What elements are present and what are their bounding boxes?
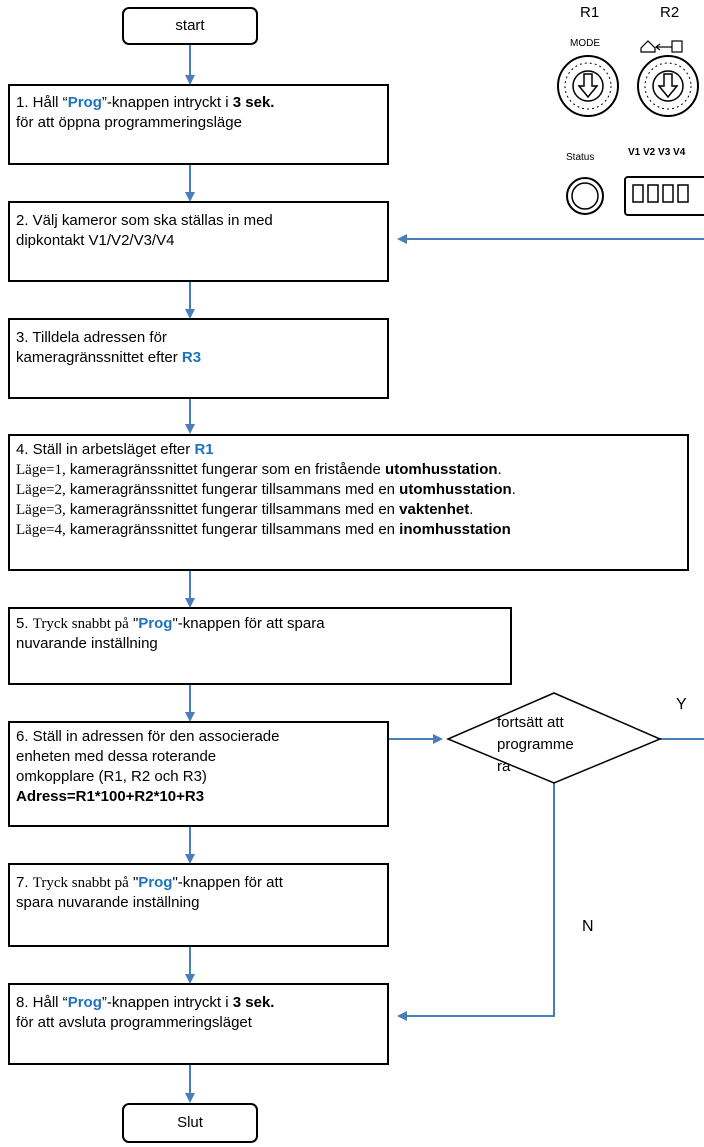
- r1-label: R1: [580, 4, 600, 21]
- step-6-line1: 6. Ställ in adressen för den associerade: [16, 728, 280, 745]
- arrow-no-to-step8: [397, 783, 555, 1021]
- step-1-box: 1. Håll “Prog”-knappen intryckt i 3 sek.…: [8, 84, 389, 165]
- no-label: N: [582, 918, 594, 935]
- dip-switch: [624, 176, 704, 216]
- mode-label: MODE: [570, 38, 600, 49]
- decision-diamond: [446, 692, 662, 784]
- yes-label: Y: [676, 696, 687, 713]
- step-8-line1: 8. Håll “Prog”-knappen intryckt i 3 sek.: [16, 994, 275, 1011]
- r2-label: R2: [660, 4, 680, 21]
- device-panel: [557, 40, 704, 216]
- step-8-line2: för att avsluta programmeringsläget: [16, 1014, 252, 1031]
- step-5-box: 5. Tryck snabbt på "Prog"-knappen för at…: [8, 607, 512, 685]
- dip-label: V1 V2 V3 V4: [628, 147, 686, 158]
- step-7-line2: spara nuvarande inställning: [16, 894, 200, 911]
- step-5-line2: nuvarande inställning: [16, 635, 158, 652]
- step-4-line1: 4. Ställ in arbetsläget efter R1: [16, 441, 214, 458]
- decision-text: fortsätt att programme ra: [497, 714, 574, 775]
- mode-line-4: Läge=4, kameragränssnittet fungerar till…: [16, 521, 511, 538]
- step-2-box: 2. Välj kameror som ska ställas in med d…: [8, 201, 389, 282]
- step-4-box: 4. Ställ in arbetsläget efter R1 Läge=1,…: [8, 434, 689, 571]
- status-label: Status: [566, 152, 595, 163]
- end-terminal: Slut: [122, 1103, 258, 1143]
- step-6-line2: enheten med dessa roterande: [16, 748, 217, 765]
- dial-r1: [557, 55, 619, 117]
- step-2-line2: dipkontakt V1/V2/V3/V4: [16, 232, 175, 249]
- address-formula: Adress=R1*100+R2*10+R3: [16, 788, 205, 805]
- step-6-line3: omkopplare (R1, R2 och R3): [16, 768, 207, 785]
- dial-r2: [637, 55, 699, 117]
- start-terminal: start: [122, 7, 258, 45]
- step-2-line1: 2. Välj kameror som ska ställas in med: [16, 212, 273, 229]
- step-1-line2: för att öppna programmeringsläge: [16, 114, 242, 131]
- mode-line-2: Läge=2, kameragränssnittet fungerar till…: [16, 481, 516, 498]
- r2-symbol-icon: [640, 40, 683, 53]
- step-5-line1: 5. Tryck snabbt på "Prog"-knappen för at…: [16, 615, 325, 632]
- step-3-line1: 3. Tilldela adressen för: [16, 329, 167, 346]
- mode-line-1: Läge=1, kameragränssnittet fungerar som …: [16, 461, 502, 478]
- status-led: [566, 177, 604, 215]
- step-8-box: 8. Håll “Prog”-knappen intryckt i 3 sek.…: [8, 983, 389, 1065]
- step-3-line2: kameragränssnittet efter R3: [16, 349, 202, 366]
- step-7-line1: 7. Tryck snabbt på "Prog"-knappen för at…: [16, 874, 283, 891]
- step-6-box: 6. Ställ in adressen för den associerade…: [8, 721, 389, 827]
- step-1-line1: 1. Håll “Prog”-knappen intryckt i 3 sek.: [16, 94, 275, 111]
- step-7-box: 7. Tryck snabbt på "Prog"-knappen för at…: [8, 863, 389, 947]
- step-3-box: 3. Tilldela adressen för kameragränssnit…: [8, 318, 389, 399]
- mode-line-3: Läge=3, kameragränssnittet fungerar till…: [16, 501, 474, 518]
